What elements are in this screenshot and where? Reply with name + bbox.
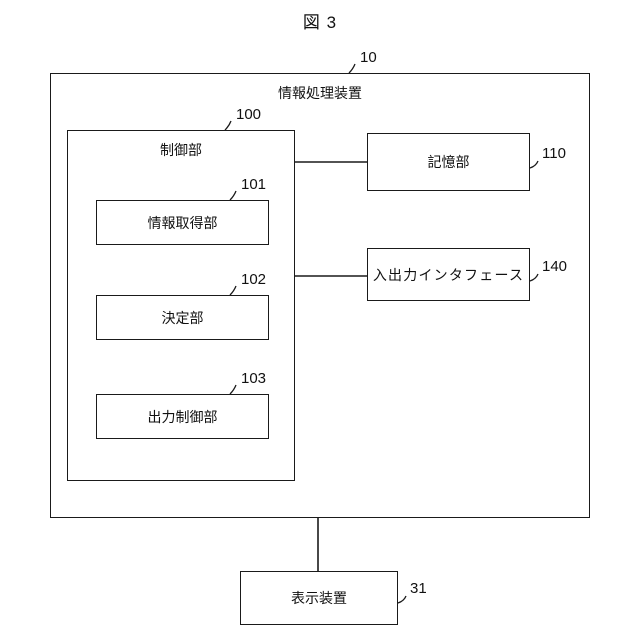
information-acquisition-unit-label: 情報取得部 — [147, 214, 218, 231]
storage-unit-label: 記憶部 — [427, 154, 470, 170]
control-unit-label: 制御部 — [160, 142, 202, 158]
figure-title: 図 3 — [302, 13, 338, 32]
leader-ref-10 — [348, 63, 356, 74]
determination-unit-box: 決定部 — [96, 295, 269, 340]
output-control-unit-label: 出力制御部 — [147, 408, 218, 425]
ref-number-100: 100 — [236, 106, 262, 123]
display-device-label: 表示装置 — [291, 590, 347, 606]
io-interface-label: 入出力インタフェース — [372, 266, 525, 283]
leader-ref-31 — [397, 595, 407, 604]
information-processing-apparatus-label: 情報処理装置 — [278, 85, 362, 101]
ref-number-103: 103 — [241, 370, 267, 387]
ref-number-110: 110 — [542, 145, 566, 162]
ref-number-31: 31 — [410, 580, 427, 597]
ref-number-140: 140 — [542, 258, 568, 275]
ref-number-101: 101 — [241, 176, 267, 193]
output-control-unit-box: 出力制御部 — [96, 394, 269, 439]
determination-unit-label: 決定部 — [161, 309, 204, 326]
io-interface-box: 入出力インタフェース — [367, 248, 530, 301]
information-acquisition-unit-box: 情報取得部 — [96, 200, 269, 245]
ref-number-10: 10 — [360, 49, 377, 66]
display-device-box: 表示装置 — [240, 571, 398, 625]
ref-number-102: 102 — [241, 271, 267, 288]
storage-unit-box: 記憶部 — [367, 133, 530, 191]
